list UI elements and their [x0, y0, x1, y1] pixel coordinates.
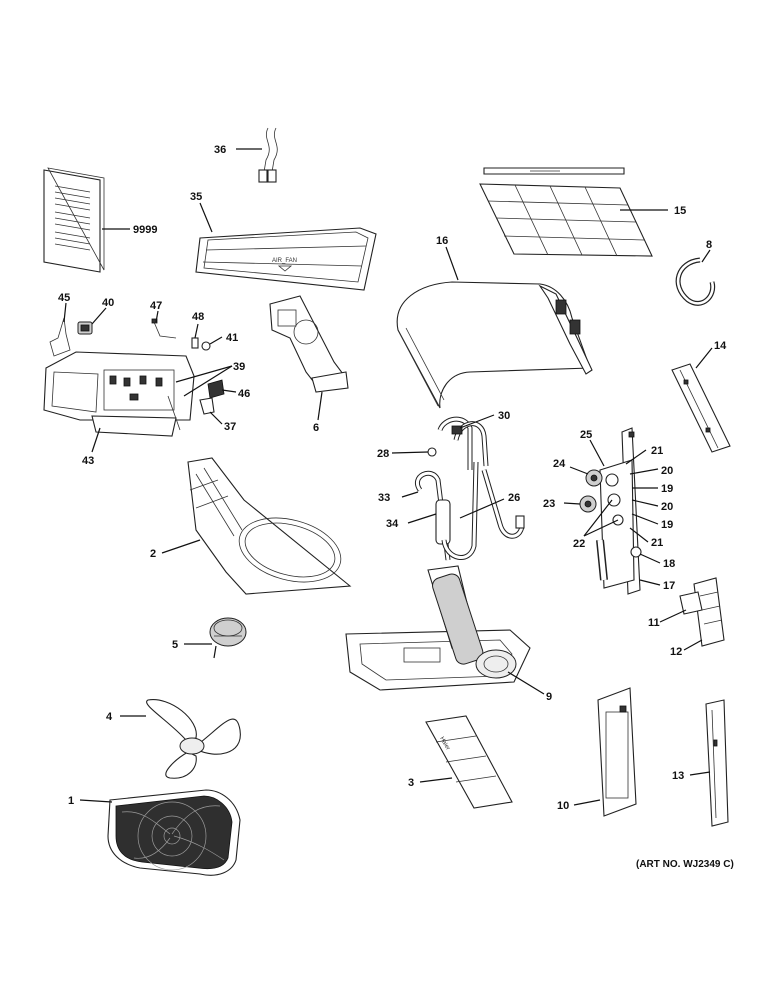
- part-35-top-cover: AIR_FAN: [195, 227, 377, 291]
- callout-5: 5: [172, 639, 178, 651]
- part-3-air-filter: Haier: [425, 715, 513, 809]
- part-23-valve-cap: [579, 495, 597, 513]
- callout-36: 36: [214, 144, 226, 156]
- panel-marking: AIR_FAN: [272, 258, 297, 264]
- part-9999-manual: [43, 167, 105, 273]
- part-6-motor-bracket: [269, 295, 349, 393]
- callout-13: 13: [672, 770, 684, 782]
- callout-43: 43: [82, 455, 94, 467]
- callout-46: 46: [238, 388, 250, 400]
- callout-35: 35: [190, 191, 202, 203]
- part-40-capacitor: [77, 321, 93, 335]
- callout-8: 8: [706, 239, 712, 251]
- part-10-front-panel: [597, 687, 637, 817]
- callout-28: 28: [377, 448, 389, 460]
- part-15-grille-screen: [479, 167, 653, 257]
- part-9-base-pan: [345, 565, 531, 691]
- callout-26: 26: [508, 492, 520, 504]
- part-37-sensor-clip: [199, 397, 215, 415]
- callout-4: 4: [106, 711, 113, 723]
- part-5-fan-motor: [209, 617, 247, 659]
- callout-11: 11: [648, 617, 660, 629]
- part-34-accumulator: [415, 461, 525, 561]
- part-11-12-access-panel: [679, 577, 725, 647]
- callout-25: 25: [580, 429, 592, 441]
- callout-22: 22: [573, 538, 585, 550]
- callout-17: 17: [663, 580, 675, 592]
- part-24-valve-cap: [585, 469, 603, 487]
- valve-stems: [596, 473, 642, 581]
- part-48-clip: [191, 337, 199, 349]
- callout-33: 33: [378, 492, 390, 504]
- callout-2: 2: [150, 548, 156, 560]
- callout-20a: 20: [661, 465, 673, 477]
- callout-9: 9: [546, 691, 552, 703]
- callout-21a: 21: [651, 445, 663, 457]
- callout-12: 12: [670, 646, 682, 658]
- callout-37: 37: [224, 421, 236, 433]
- part-47-sensor: [151, 318, 177, 339]
- part-41-connector: [201, 341, 211, 351]
- part-8-drain-hose: [675, 257, 716, 306]
- part-43-control-box: [43, 351, 195, 437]
- callout-40: 40: [102, 297, 114, 309]
- callout-19a: 19: [661, 483, 673, 495]
- callout-30: 30: [498, 410, 510, 422]
- callout-41: 41: [226, 332, 238, 344]
- part-2-fan-shroud: [187, 457, 352, 595]
- callout-10: 10: [557, 800, 569, 812]
- callout-24: 24: [553, 458, 566, 470]
- callout-20b: 20: [661, 501, 673, 513]
- part-28-sensor: [427, 447, 437, 457]
- callout-19b: 19: [661, 519, 673, 531]
- part-13-side-panel: [705, 699, 729, 827]
- callout-15: 15: [674, 205, 686, 217]
- callout-14: 14: [714, 340, 727, 352]
- part-4-fan-blade: [146, 699, 241, 779]
- callout-23: 23: [543, 498, 555, 510]
- part-36-wire-harness: [258, 127, 278, 183]
- callout-18: 18: [663, 558, 675, 570]
- part-14-side-rail: [671, 363, 731, 453]
- callout-48: 48: [192, 311, 204, 323]
- callout-3: 3: [408, 777, 414, 789]
- callout-1: 1: [68, 795, 74, 807]
- part-45-bracket: [49, 317, 71, 357]
- callout-39: 39: [233, 361, 245, 373]
- callout-9999: 9999: [133, 224, 157, 236]
- part-1-front-grille: [107, 789, 241, 876]
- part-30-coil-tubes: [437, 416, 489, 470]
- callout-34: 34: [386, 518, 399, 530]
- callout-21b: 21: [651, 537, 663, 549]
- callout-16: 16: [436, 235, 448, 247]
- callout-47: 47: [150, 300, 162, 312]
- callout-6: 6: [313, 422, 319, 434]
- part-46-board: [207, 379, 225, 399]
- callout-45: 45: [58, 292, 70, 304]
- part-16-cabinet-shell: [396, 281, 593, 409]
- art-number: (ART NO. WJ2349 C): [636, 859, 734, 870]
